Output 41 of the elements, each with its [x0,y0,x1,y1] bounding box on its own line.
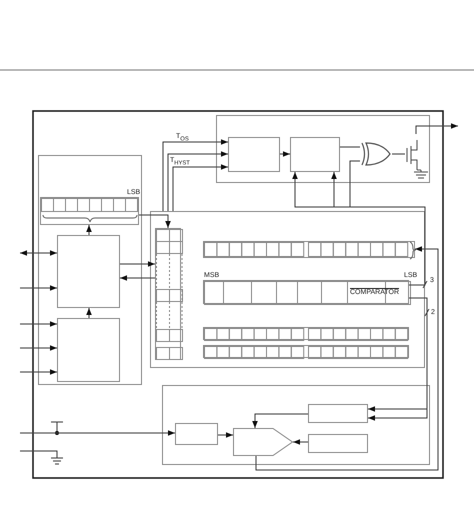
logic-block [308,404,368,423]
converter-panel [162,385,430,465]
register-panel [150,211,425,368]
arrow [252,414,308,428]
arrow [20,285,58,291]
connector-line [340,146,360,148]
arrow [218,432,234,438]
register-row [203,241,415,258]
logic-block [290,137,340,172]
interface-block [38,155,142,385]
arrow [20,345,58,351]
connector-line [350,160,426,286]
bus-slash [422,280,428,288]
arrow [120,261,156,267]
arrow [162,139,228,212]
pointer-register [155,228,181,360]
logic-block [175,423,218,445]
register-row [203,345,409,358]
register-row [203,327,409,340]
arrow [280,151,290,157]
logic-block [308,434,368,453]
arrow [20,321,58,327]
arrow [86,308,92,318]
arrow [416,123,458,134]
arrow [20,430,176,436]
alarm-panel [216,115,430,183]
logic-block [57,318,120,382]
arrow [86,224,92,236]
arrow [172,164,228,212]
logic-block [57,235,120,308]
logic-block [228,137,280,172]
comparator-symbol [233,428,293,456]
arrow [20,369,58,375]
arrow [292,439,308,445]
arrow [256,246,438,470]
arrow [168,151,228,212]
xor-gate [360,140,392,168]
arrow [20,250,58,256]
arrow [120,275,156,281]
bus-slash [424,308,430,316]
arrow [138,214,171,228]
